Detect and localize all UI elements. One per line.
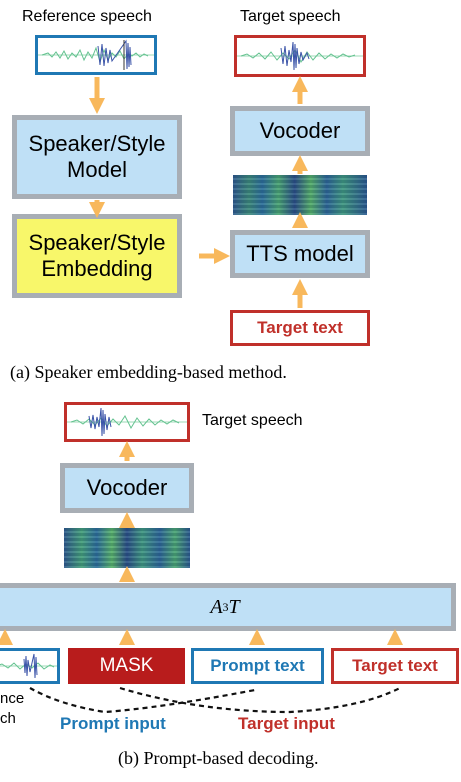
target-input-bracket xyxy=(119,686,401,714)
reference-speech-label: Reference speech xyxy=(22,8,152,25)
prompt-text-box: Prompt text xyxy=(191,648,324,684)
reference-speech-label-b-line2: ch xyxy=(0,710,16,727)
target-input-label: Target input xyxy=(238,714,335,733)
caption-a: (a) Speaker embedding-based method. xyxy=(10,362,287,382)
speaker-embedding-line1: Speaker/Style xyxy=(28,229,166,255)
reference-waveform xyxy=(35,35,157,75)
target-text-a: Target text xyxy=(230,310,370,346)
speaker-model-line1: Speaker/Style xyxy=(28,130,166,156)
target-text-b: Target text xyxy=(331,648,459,684)
caption-b: (b) Prompt-based decoding. xyxy=(118,748,319,768)
reference-speech-label-b-line1: nce xyxy=(0,690,25,707)
a3t-superscript: 3 xyxy=(222,599,229,614)
target-waveform-a xyxy=(234,35,366,77)
speaker-model-line2: Model xyxy=(67,157,127,182)
vocoder-block-b: Vocoder xyxy=(60,463,194,513)
spectrogram-a xyxy=(233,175,367,215)
vocoder-block-a: Vocoder xyxy=(230,106,370,156)
target-waveform-b xyxy=(64,402,190,442)
speaker-style-model-block: Speaker/Style Model xyxy=(12,115,182,199)
target-speech-label-a: Target speech xyxy=(240,8,341,25)
a3t-tail: T xyxy=(228,596,240,618)
spectrogram-b xyxy=(64,528,190,568)
prompt-input-bracket xyxy=(29,687,256,714)
prompt-input-label: Prompt input xyxy=(60,714,166,733)
mask-token: MASK xyxy=(68,648,185,684)
target-speech-label-b: Target speech xyxy=(202,412,303,429)
a3t-base: A xyxy=(210,596,223,618)
reference-waveform-b xyxy=(0,648,60,684)
tts-model-block: TTS model xyxy=(230,230,370,278)
speaker-embedding-line2: Embedding xyxy=(41,256,153,281)
